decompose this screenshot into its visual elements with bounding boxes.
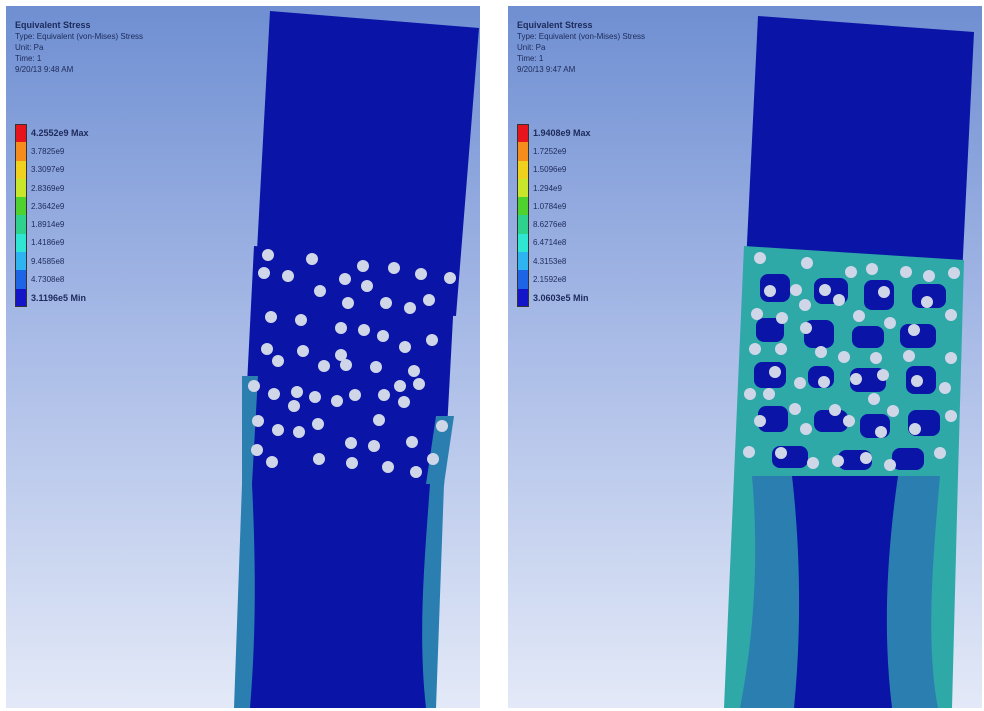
result-time: Time: 1 (15, 54, 42, 63)
legend-row: 1.4186e9 (15, 233, 89, 253)
legend-row: 1.7252e9 (517, 142, 591, 161)
legend-label: 2.8369e9 (31, 183, 65, 193)
result-type: Type: Equivalent (von-Mises) Stress (15, 32, 144, 41)
legend-swatch (517, 124, 529, 143)
legend-swatch (15, 142, 27, 161)
legend-swatch (15, 160, 27, 179)
legend-label: 3.3097e9 (31, 165, 65, 175)
legend-row: 4.3153e8 (517, 252, 591, 271)
legend-label: 4.2552e9 Max (31, 128, 89, 139)
legend-swatch (15, 252, 27, 271)
viewport-right[interactable]: Equivalent Stress Type: Equivalent (von-… (508, 6, 982, 708)
result-date: 9/20/13 9:48 AM (15, 65, 74, 74)
legend-swatch (517, 178, 529, 198)
legend-swatch (15, 178, 27, 198)
legend-row: 8.6276e8 (517, 215, 591, 234)
legend-label: 8.6276e8 (533, 220, 567, 230)
legend-label: 1.9408e9 Max (533, 128, 591, 139)
result-type: Type: Equivalent (von-Mises) Stress (517, 32, 646, 41)
legend-swatch (15, 288, 27, 307)
legend-row: 1.294e9 (517, 178, 591, 198)
legend-row: 1.5096e9 (517, 160, 591, 179)
legend-row: 1.8914e9 (15, 215, 89, 234)
legend-label: 2.1592e8 (533, 275, 567, 285)
legend-row: 9.4585e8 (15, 252, 89, 271)
legend-swatch (517, 215, 529, 234)
legend-label: 3.0603e5 Min (533, 292, 589, 303)
stress-model-left (234, 11, 479, 708)
legend-swatch (517, 160, 529, 179)
color-legend-right[interactable]: 1.9408e9 Max 1.7252e9 1.5096e9 1.294e9 1… (517, 124, 591, 307)
result-title: Equivalent Stress (15, 20, 91, 30)
result-title: Equivalent Stress (517, 20, 593, 30)
legend-swatch (15, 215, 27, 234)
legend-swatch (517, 252, 529, 271)
result-info-left: Equivalent Stress Type: Equivalent (von-… (15, 20, 143, 75)
legend-row: 2.8369e9 (15, 178, 89, 198)
legend-label: 9.4585e8 (31, 256, 65, 266)
legend-label: 3.1196e5 Min (31, 292, 87, 303)
result-time: Time: 1 (517, 54, 544, 63)
legend-label: 3.7825e9 (31, 146, 65, 156)
result-date: 9/20/13 9:47 AM (517, 65, 576, 74)
legend-label: 6.4714e8 (533, 238, 567, 248)
legend-row: 3.1196e5 Min (15, 288, 89, 307)
legend-swatch (15, 233, 27, 253)
legend-row: 1.0784e9 (517, 197, 591, 216)
legend-row: 4.7308e8 (15, 270, 89, 289)
legend-row: 3.0603e5 Min (517, 288, 591, 307)
legend-swatch (517, 197, 529, 216)
legend-label: 1.4186e9 (31, 238, 65, 248)
legend-row: 2.3642e9 (15, 197, 89, 216)
legend-row: 3.3097e9 (15, 160, 89, 179)
legend-label: 1.5096e9 (533, 165, 567, 175)
result-unit: Unit: Pa (517, 43, 546, 52)
legend-swatch (15, 197, 27, 216)
legend-label: 1.7252e9 (533, 146, 567, 156)
legend-swatch (517, 233, 529, 253)
legend-label: 1.294e9 (533, 183, 562, 193)
legend-swatch (15, 270, 27, 289)
legend-swatch (517, 142, 529, 161)
result-unit: Unit: Pa (15, 43, 44, 52)
legend-label: 1.8914e9 (31, 220, 65, 230)
legend-row: 3.7825e9 (15, 142, 89, 161)
result-info-right: Equivalent Stress Type: Equivalent (von-… (517, 20, 645, 75)
color-legend-left[interactable]: 4.2552e9 Max 3.7825e9 3.3097e9 2.8369e9 … (15, 124, 89, 307)
legend-swatch (517, 270, 529, 289)
legend-swatch (15, 124, 27, 143)
stress-model-right (724, 16, 974, 708)
legend-label: 1.0784e9 (533, 201, 567, 211)
legend-label: 4.7308e8 (31, 275, 65, 285)
legend-row: 6.4714e8 (517, 233, 591, 253)
legend-label: 2.3642e9 (31, 201, 65, 211)
legend-row: 2.1592e8 (517, 270, 591, 289)
legend-swatch (517, 288, 529, 307)
legend-label: 4.3153e8 (533, 256, 567, 266)
legend-row: 1.9408e9 Max (517, 124, 591, 143)
viewport-left[interactable]: Equivalent Stress Type: Equivalent (von-… (6, 6, 480, 708)
legend-row: 4.2552e9 Max (15, 124, 89, 143)
